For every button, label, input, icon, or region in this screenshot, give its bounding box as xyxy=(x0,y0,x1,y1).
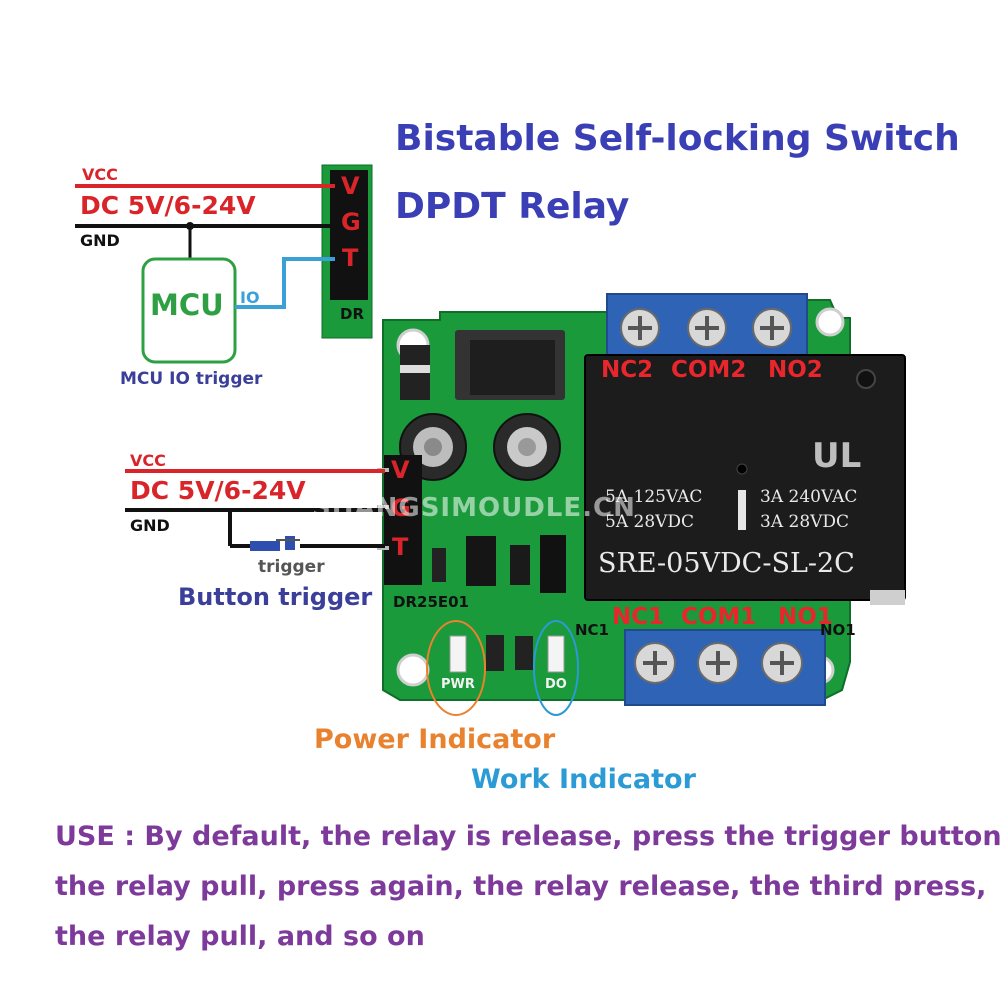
transistor xyxy=(466,536,496,586)
do-silk: DO xyxy=(545,677,567,692)
pin-t-label: T xyxy=(342,244,359,272)
terminal-block-top xyxy=(606,293,808,365)
pwr-led xyxy=(449,635,467,673)
work-indicator-label: Work Indicator xyxy=(471,764,696,795)
usage-line-1: USE : By default, the relay is release, … xyxy=(55,821,1000,852)
terminal-label-com1: COM1 xyxy=(681,604,757,630)
smd-part xyxy=(510,545,530,585)
dc-voltage-label: DC 5V/6-24V xyxy=(80,191,256,220)
title-line-2: DPDT Relay xyxy=(395,186,630,227)
mcu-caption: MCU IO trigger xyxy=(120,369,263,389)
capacitor xyxy=(493,413,561,481)
board-pin-header xyxy=(384,455,422,585)
vcc-label: VCC xyxy=(82,165,118,184)
mounting-hole xyxy=(396,653,430,687)
terminal-label-nc1: NC1 xyxy=(612,604,665,630)
pin-v-label: V xyxy=(391,456,410,484)
push-button xyxy=(250,541,280,551)
mcu-label: MCU xyxy=(150,288,224,322)
smd-resistor xyxy=(486,635,504,671)
smd-resistor xyxy=(515,636,533,670)
terminal-label-com2: COM2 xyxy=(671,357,747,383)
button-wiring-diagram xyxy=(125,469,385,551)
nc1-silk: NC1 xyxy=(575,621,609,639)
model-silk: DR25E01 xyxy=(393,593,469,611)
mcu-box xyxy=(141,257,237,364)
io-wire xyxy=(235,257,335,309)
pwr-silk: PWR xyxy=(441,677,475,692)
button-caption: Button trigger xyxy=(178,583,373,611)
board-silk-label: DR xyxy=(340,305,365,323)
do-led xyxy=(547,635,565,673)
terminal-block-bottom xyxy=(624,629,826,706)
power-indicator-highlight xyxy=(426,620,486,716)
watermark: SHANGSIMOUDLE.CN xyxy=(312,493,636,523)
terminal-label-no1: NO1 xyxy=(778,604,833,630)
gnd-label: GND xyxy=(80,231,120,250)
pin-v-label: V xyxy=(341,172,360,200)
pin-g-label: G xyxy=(391,494,411,522)
dc-voltage-label: DC 5V/6-24V xyxy=(130,476,306,505)
usage-line-3: the relay pull, and so on xyxy=(55,921,425,952)
mcu-wiring-diagram xyxy=(75,164,373,364)
usage-line-2: the relay pull, press again, the relay r… xyxy=(55,871,987,902)
pin-g-label: G xyxy=(341,208,361,236)
title-line-1: Bistable Self-locking Switch xyxy=(395,118,960,159)
pin-t-label: T xyxy=(392,533,409,561)
vcc-label: VCC xyxy=(130,451,166,470)
relay-rating-right-1: 3A 240VAC xyxy=(760,487,858,507)
terminal-label-no2: NO2 xyxy=(768,357,823,383)
work-indicator-highlight xyxy=(533,620,579,716)
relay-rating-left-1: 5A 125VAC xyxy=(605,487,703,507)
mounting-hole xyxy=(815,307,845,337)
gnd-label: GND xyxy=(130,516,170,535)
relay-rating-right-2: 3A 28VDC xyxy=(760,512,850,532)
smd-part xyxy=(540,535,566,593)
relay-body xyxy=(584,354,906,605)
io-label: IO xyxy=(240,288,260,307)
no1-silk: NO1 xyxy=(820,621,856,639)
ul-logo: UL xyxy=(812,436,862,476)
terminal-label-nc2: NC2 xyxy=(601,357,654,383)
smd-resistor xyxy=(432,548,446,582)
relay-part-number: SRE-05VDC-SL-2C xyxy=(598,548,855,579)
mcu-pin-header xyxy=(330,170,368,300)
power-indicator-label: Power Indicator xyxy=(314,724,556,755)
trigger-label: trigger xyxy=(258,557,325,577)
relay-rating-left-2: 5A 28VDC xyxy=(605,512,695,532)
